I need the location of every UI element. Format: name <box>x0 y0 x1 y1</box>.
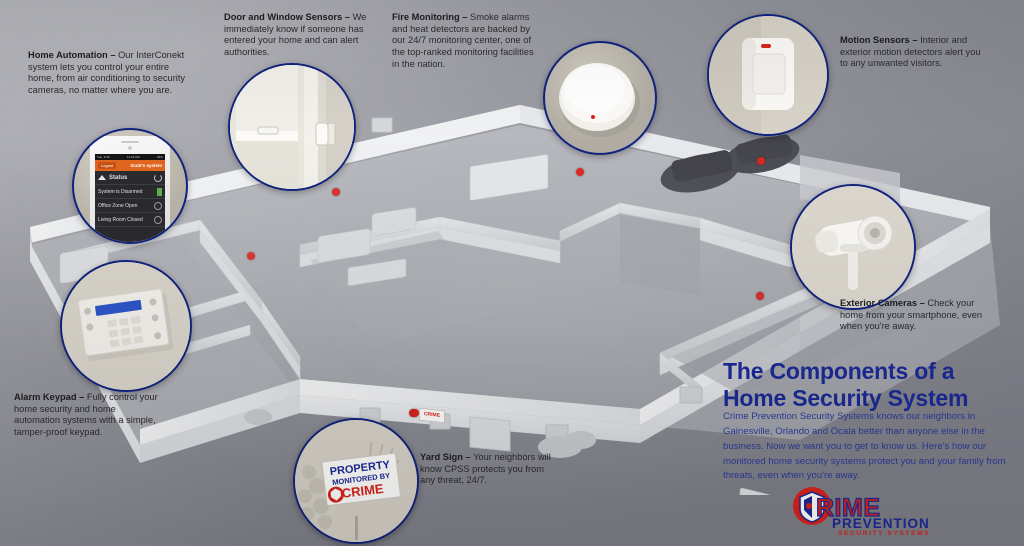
callout-title: Motion Sensors <box>840 35 910 45</box>
logout-button[interactable]: Logout <box>98 162 117 169</box>
callout-dash: – <box>465 452 471 462</box>
brand-logo: RIME PREVENTION SECURITY SYSTEMS <box>786 486 966 537</box>
callout-body: Interior and exterior motion detectors a… <box>840 35 981 69</box>
callout-dash: – <box>462 12 468 22</box>
phone-status-center: 11:18 AM <box>127 155 140 159</box>
armed-indicator-icon <box>157 187 162 196</box>
callout-home-automation: Home Automation – Our InterConekt system… <box>28 50 188 97</box>
sensor-marker-dot <box>247 252 255 260</box>
callout-title: Door and Window Sensors <box>224 12 343 22</box>
callout-dash: – <box>79 392 85 402</box>
callout-yard-sign: Yard Sign – Your neighbors will know CPS… <box>420 452 556 487</box>
callout-exterior-cameras: Exterior Cameras – Check your home from … <box>840 298 992 333</box>
callout-title: Yard Sign <box>420 452 463 462</box>
callout-title: Exterior Cameras <box>840 298 917 308</box>
phone-status-left: Tue, 1/15 <box>97 155 110 159</box>
list-item[interactable]: Living Room Closed <box>95 213 165 227</box>
callout-title: Home Automation <box>28 50 108 60</box>
refresh-icon[interactable] <box>154 173 162 182</box>
callout-body: Our InterConekt system lets you control … <box>28 50 186 96</box>
zone-state-icon <box>154 215 162 224</box>
sensor-marker-dot <box>576 168 584 176</box>
row-label: Living Room Closed <box>98 216 143 223</box>
motion-sensor-photo <box>707 14 829 136</box>
intro-paragraph: Crime Prevention Security Systems knows … <box>723 411 1006 482</box>
yard-sign-icon: PROPERTY MONITORED BY CRIME <box>295 420 417 542</box>
svg-text:PREVENTION: PREVENTION <box>832 516 930 531</box>
callout-dash: – <box>912 35 918 45</box>
sensor-marker-dot <box>757 157 765 165</box>
callout-dash: – <box>110 50 116 60</box>
page-title-line2: Home Security System <box>723 384 969 411</box>
row-label: Office Zone Open <box>98 202 138 209</box>
exterior-camera-photo <box>790 184 916 310</box>
sensor-marker-dot <box>756 292 764 300</box>
callout-title: Fire Monitoring <box>392 12 460 22</box>
yard-sign-mini: CRIME <box>419 407 445 424</box>
row-label: System is Disarmed <box>98 188 143 195</box>
callout-dash: – <box>344 12 350 22</box>
svg-text:SECURITY SYSTEMS: SECURITY SYSTEMS <box>838 530 930 536</box>
callout-body: Check your home from your smartphone, ev… <box>840 298 983 332</box>
callout-fire-monitoring: Fire Monitoring – Smoke alarms and heat … <box>392 12 540 71</box>
window-sensor-icon <box>230 65 354 189</box>
keypad-icon <box>62 262 190 390</box>
alarm-keypad-photo <box>60 260 192 392</box>
crime-prevention-logo-icon: RIME PREVENTION SECURITY SYSTEMS <box>793 487 930 537</box>
smartphone-icon: Tue, 1/15 11:18 AM 91% Logout Scott's sy… <box>90 136 170 242</box>
page-title: The Components of a Home Security System <box>723 358 1013 411</box>
home-automation-photo: Tue, 1/15 11:18 AM 91% Logout Scott's sy… <box>72 128 188 244</box>
callout-door-window-sensors: Door and Window Sensors – We immediately… <box>224 12 372 59</box>
zone-state-icon <box>154 201 162 210</box>
phone-app-header: Logout Scott's system <box>95 160 165 171</box>
door-window-sensor-photo <box>228 63 356 191</box>
callout-title: Alarm Keypad <box>14 392 77 402</box>
callout-body: Your neighbors will know CPSS protects y… <box>420 452 551 486</box>
list-item[interactable]: System is Disarmed <box>95 185 165 199</box>
sensor-marker-dot <box>411 409 419 417</box>
callout-dash: – <box>919 298 925 308</box>
motion-sensor-icon <box>709 16 827 134</box>
callout-body: Fully control your home security and hom… <box>14 392 158 438</box>
status-section-header: Status <box>95 171 165 185</box>
callout-body: Smoke alarms and heat detectors are back… <box>392 12 534 69</box>
phone-status-right: 91% <box>156 155 163 159</box>
smoke-detector-photo <box>543 41 657 155</box>
svg-text:CRIME: CRIME <box>341 481 385 501</box>
home-icon <box>98 175 106 180</box>
page-title-line1: The Components of a <box>723 358 955 384</box>
phone-status-bar: Tue, 1/15 11:18 AM 91% <box>95 154 165 160</box>
account-label: Scott's system <box>130 163 162 168</box>
camera-icon <box>792 186 914 308</box>
sensor-marker-dot <box>332 188 340 196</box>
callout-body: We immediately know if someone has enter… <box>224 12 367 58</box>
svg-text:RIME: RIME <box>816 494 881 522</box>
yard-sign-photo: PROPERTY MONITORED BY CRIME <box>293 418 419 544</box>
status-section-label: Status <box>109 174 128 181</box>
callout-alarm-keypad: Alarm Keypad – Fully control your home s… <box>14 392 164 439</box>
callout-motion-sensors: Motion Sensors – Interior and exterior m… <box>840 35 990 70</box>
smoke-detector-icon <box>559 63 640 137</box>
list-item[interactable]: Office Zone Open <box>95 199 165 213</box>
